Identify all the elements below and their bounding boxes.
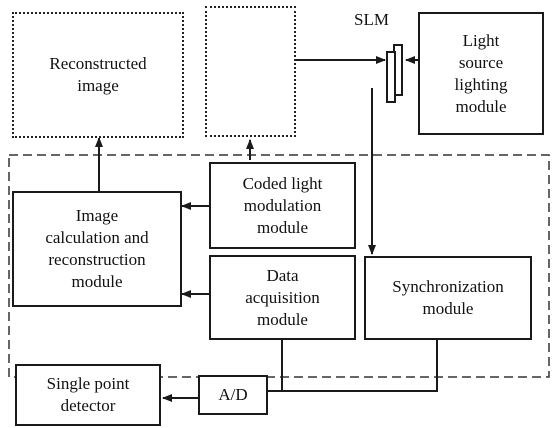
line-data-to-ad — [268, 340, 283, 392]
slm-plate-front — [386, 51, 396, 103]
light-source-box: Light source lighting module — [418, 12, 544, 135]
image-calculation-label: Image calculation and reconstruction mod… — [45, 206, 149, 291]
slm-label: SLM — [354, 10, 389, 29]
reconstructed-image-label: Reconstructed image — [49, 54, 147, 95]
light-source-label: Light source lighting module — [454, 30, 508, 116]
coded-light-modulation-label: Coded light modulation module — [242, 173, 323, 237]
ad-converter-label: A/D — [218, 385, 248, 404]
system-boundary — [8, 154, 550, 378]
data-acquisition-label: Data acquisition module — [245, 265, 320, 329]
ad-converter-box: A/D — [198, 375, 268, 415]
synchronization-box: Synchronization module — [364, 256, 532, 340]
image-calculation-box: Image calculation and reconstruction mod… — [12, 191, 182, 307]
line-sync-to-ad — [282, 340, 438, 392]
coded-light-modulation-box: Coded light modulation module — [209, 162, 356, 249]
pattern-panel — [205, 6, 296, 137]
synchronization-label: Synchronization module — [392, 277, 504, 318]
single-point-detector-box: Single point detector — [15, 364, 161, 426]
reconstructed-image-box: Reconstructed image — [12, 12, 184, 138]
data-acquisition-box: Data acquisition module — [209, 255, 356, 340]
single-point-detector-label: Single point detector — [46, 374, 130, 415]
